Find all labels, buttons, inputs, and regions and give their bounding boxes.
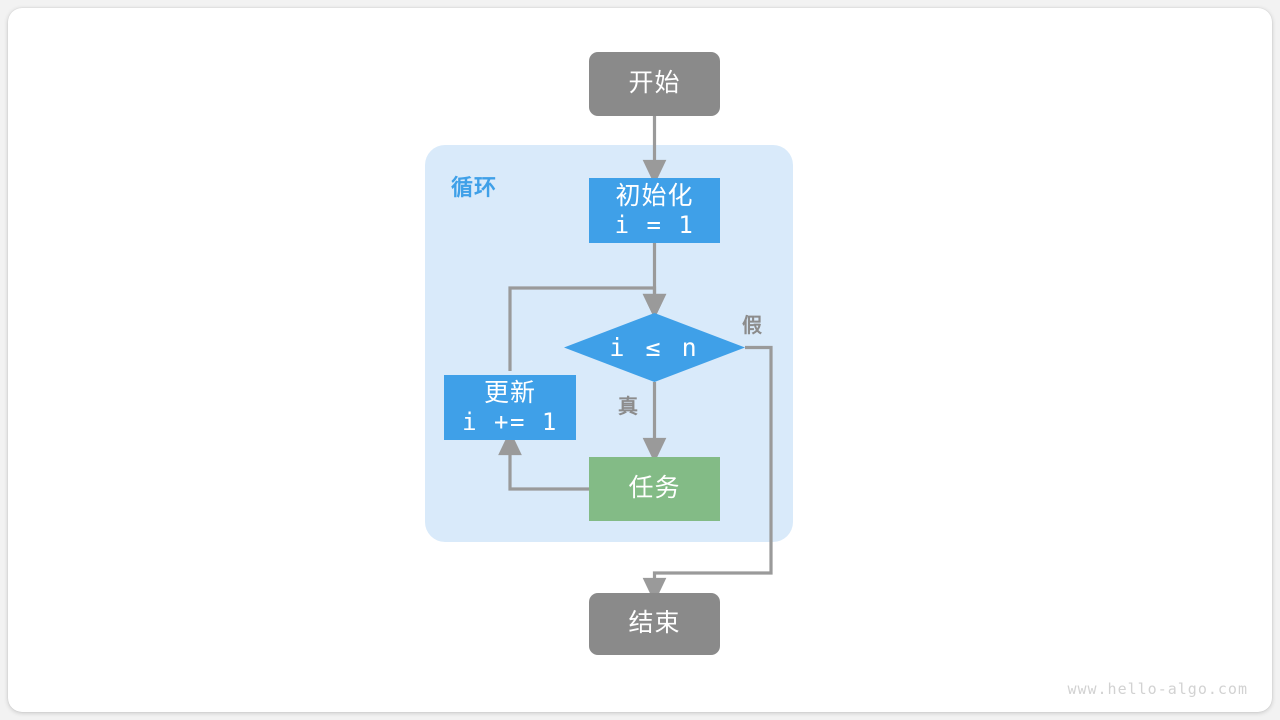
node-end[interactable]: 结束 <box>589 593 720 655</box>
node-update-expression: i += 1 <box>462 408 558 437</box>
node-init[interactable]: 初始化 i = 1 <box>589 178 720 243</box>
node-end-label: 结束 <box>628 609 681 638</box>
edge-condition-false-to-end <box>642 345 773 603</box>
diagram-stage: 循环 <box>8 8 1272 712</box>
edge-update-to-condition <box>508 286 667 371</box>
condition-diamond-shape[interactable] <box>564 313 745 382</box>
edge-label-true: 真 <box>618 396 639 418</box>
node-update[interactable]: 更新 i += 1 <box>444 375 576 440</box>
loop-container-label: 循环 <box>451 175 498 200</box>
diagram-card: 循环 <box>8 8 1272 712</box>
node-init-label: 初始化 <box>615 181 694 210</box>
node-start-label: 开始 <box>628 69 681 98</box>
watermark: www.hello-algo.com <box>1067 680 1248 698</box>
edge-task-to-update <box>498 430 589 491</box>
node-update-label: 更新 <box>483 378 536 407</box>
node-task-label: 任务 <box>628 474 681 503</box>
node-start[interactable]: 开始 <box>589 52 720 116</box>
connector-layer <box>498 116 773 603</box>
node-task[interactable]: 任务 <box>589 457 720 521</box>
edge-label-false: 假 <box>742 315 763 337</box>
node-init-expression: i = 1 <box>614 211 695 240</box>
